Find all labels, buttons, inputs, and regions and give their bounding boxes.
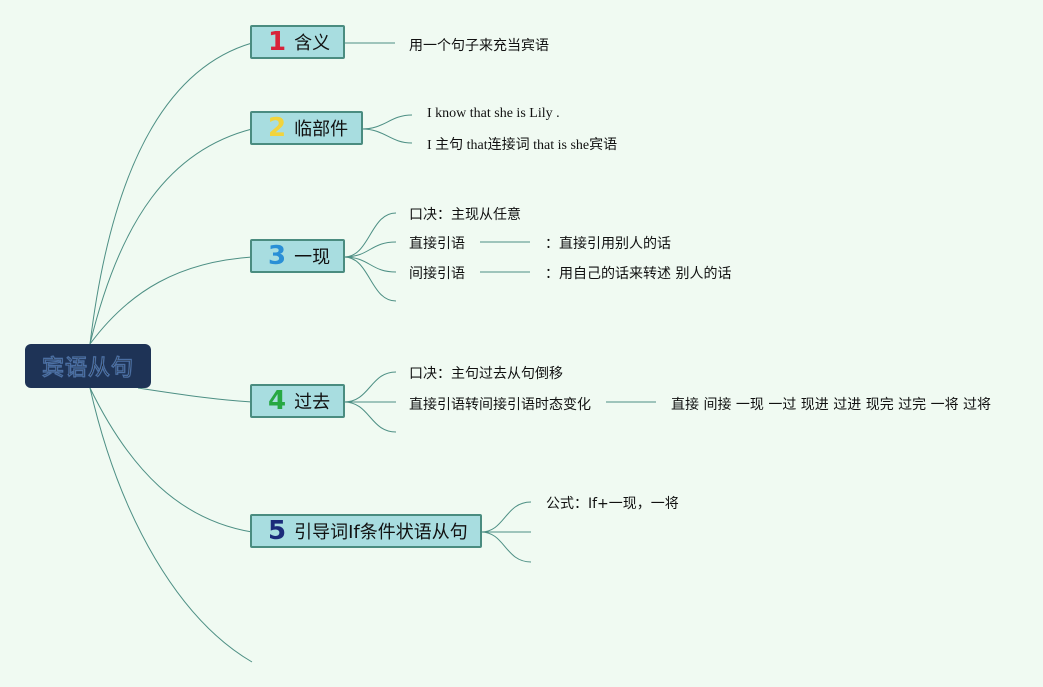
leaf-3-1[interactable]: 口决：主现从任意 [409,207,521,223]
topic-label-1: 含义 [294,33,331,54]
leaf-3-2[interactable]: 直接引语 [409,236,465,252]
leaf-3-3-sub[interactable]: ：用自己的话来转述 别人的话 [545,266,732,282]
leaf-3-3[interactable]: 间接引语 [409,266,465,282]
topic-number-5: 5 [268,516,287,546]
topic-number-3: 3 [268,241,287,271]
topic-node-4[interactable]: 4 过去 [250,384,345,418]
topic-label-3: 一现 [294,247,331,268]
topic-label-5: 引导词If条件状语从句 [294,522,468,543]
topic-label-4: 过去 [294,392,331,413]
leaf-4-1[interactable]: 口决：主句过去从句倒移 [409,366,563,382]
topic-node-1[interactable]: 1 含义 [250,25,345,59]
leaf-4-2-sub[interactable]: 直接 间接 一现 一过 现进 过进 现完 过完 一将 过将 [671,397,992,413]
topic-node-3[interactable]: 3 一现 [250,239,345,273]
topic-number-4: 4 [268,386,287,416]
leaf-4-2[interactable]: 直接引语转间接引语时态变化 [409,397,591,413]
leaf-3-2-sub[interactable]: ：直接引用别人的话 [545,236,671,252]
topic-node-5[interactable]: 5 引导词If条件状语从句 [250,514,482,548]
leaf-2-2[interactable]: I 主句 that连接词 that is she宾语 [427,138,618,153]
topic-number-1: 1 [268,27,287,57]
topic-number-2: 2 [268,113,287,143]
leaf-2-1[interactable]: I know that she is Lily . [427,106,560,121]
leaf-5-1[interactable]: 公式：If+一现，一将 [546,496,679,512]
root-label: 宾语从句 [41,356,134,382]
leaf-1-1[interactable]: 用一个句子来充当宾语 [409,38,549,54]
topic-label-2: 临部件 [294,119,349,140]
root-node[interactable]: 宾语从句 [25,344,151,388]
topic-node-2[interactable]: 2 临部件 [250,111,363,145]
